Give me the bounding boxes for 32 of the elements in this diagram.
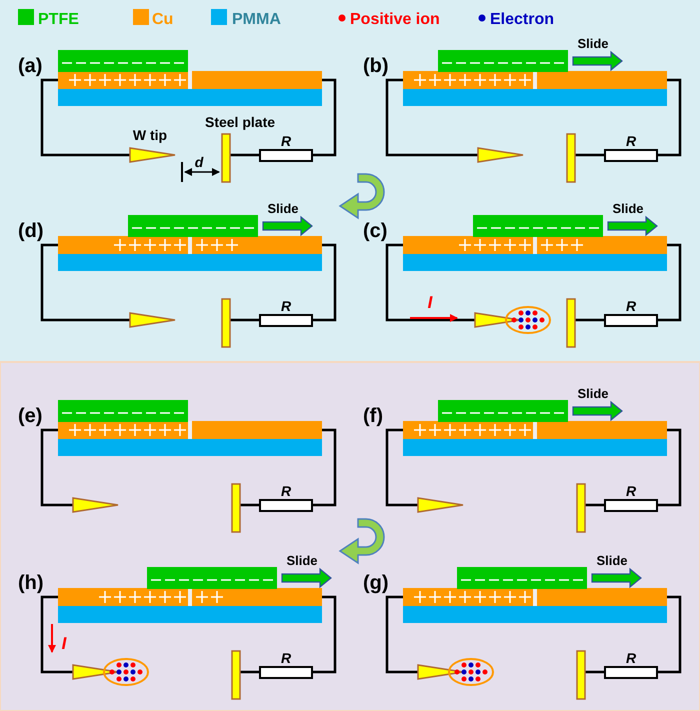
slide-label: Slide (577, 36, 609, 51)
distance-label: d (194, 154, 204, 170)
resistor-label: R (626, 298, 636, 314)
resistor-label: R (280, 133, 292, 149)
legend-text: Electron (490, 11, 554, 28)
resistor-label: R (626, 133, 636, 149)
panel-label: (h) (18, 572, 44, 594)
resistor-label: R (626, 483, 636, 499)
resistor-label: R (280, 483, 292, 499)
current-label: I (62, 634, 66, 653)
slide-label: Slide (596, 553, 628, 568)
tip-label: W tip (132, 127, 168, 143)
resistor-label: R (280, 650, 292, 666)
panel-label: (f) (363, 405, 383, 427)
plate-label: Steel plate (204, 114, 276, 130)
panel-label: (b) (363, 55, 389, 77)
resistor-label: R (626, 650, 636, 666)
slide-label: Slide (612, 201, 644, 216)
slide-label: Slide (577, 386, 609, 401)
panel-label: (d) (18, 220, 44, 242)
panel-label: (e) (18, 405, 42, 427)
current-label: I (428, 293, 432, 312)
legend-text: PMMA (232, 11, 281, 28)
panel-label: (g) (363, 572, 389, 594)
panel-label: (a) (18, 55, 42, 77)
slide-label: Slide (286, 553, 318, 568)
legend-text: PTFE (38, 11, 79, 28)
panel-label: (c) (363, 220, 388, 242)
legend-text: Cu (152, 11, 174, 28)
resistor-label: R (280, 298, 292, 314)
legend-text: Positive ion (350, 11, 440, 28)
slide-label: Slide (267, 201, 299, 216)
